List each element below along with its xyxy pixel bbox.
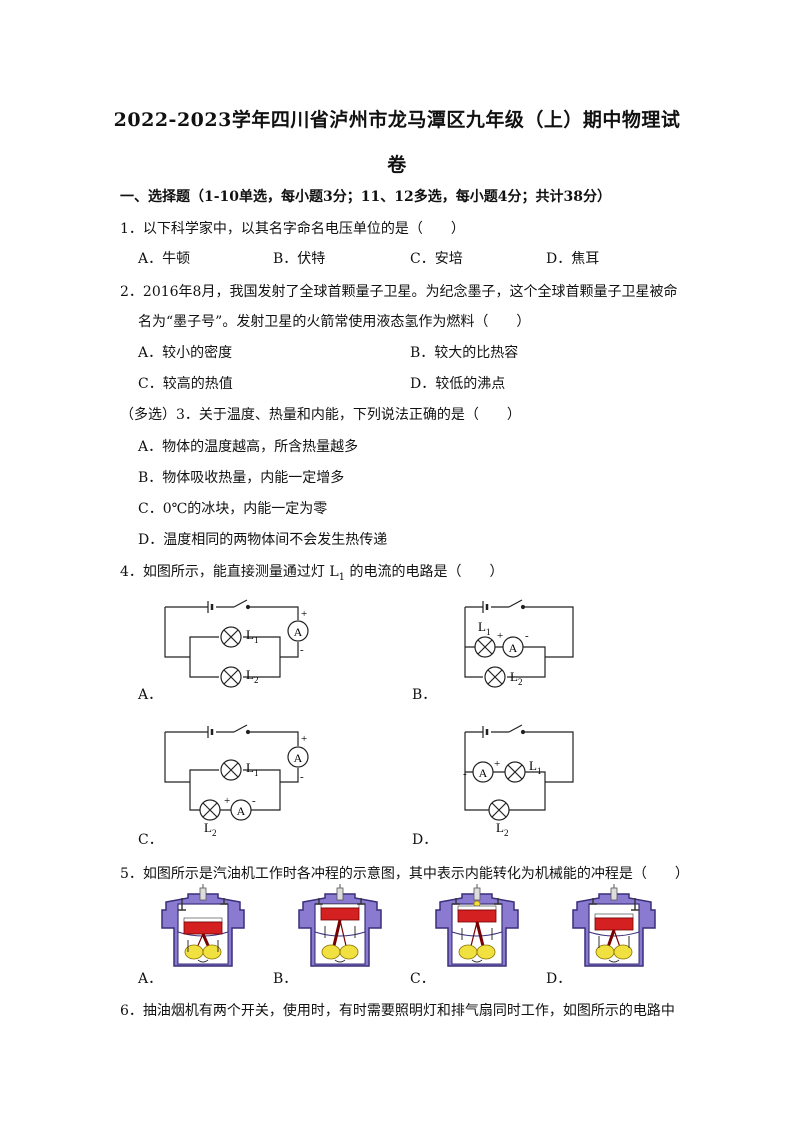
q4-label-c: C．: [138, 832, 163, 848]
q4-label-a: A．: [138, 687, 163, 703]
ammeter-label: A: [294, 625, 303, 639]
lamp-l1-sub: 1: [254, 635, 259, 645]
minus-sign: -: [300, 771, 304, 783]
lamp-l1-sub: 1: [254, 768, 259, 778]
circuit-diagram-b: A + - L 1 L 2: [464, 599, 574, 688]
plus-sign-2: +: [224, 795, 230, 807]
q3-option-c: C．0℃的冰块，内能一定为零: [138, 501, 328, 517]
lamp-l1-label: L: [246, 627, 254, 642]
lamp-l2-symbol: [484, 666, 506, 688]
engine-stroke-b: [298, 884, 382, 967]
lamp-l1-symbol: [504, 761, 526, 783]
lamp-l2-symbol: [488, 799, 510, 821]
q2-stem-line2: 名为“墨子号”。发射卫星的火箭常使用液态氢作为燃料（ ）: [138, 314, 531, 330]
lamp-l1-symbol: [474, 636, 496, 658]
lamp-l2-sub: 2: [212, 828, 217, 838]
plus-sign: +: [301, 733, 307, 745]
ammeter-symbol-2: [230, 799, 252, 821]
q3-option-d: D．温度相同的两物体间不会发生热传递: [138, 532, 388, 548]
q6-stem: 6．抽油烟机有两个开关，使用时，有时需要照明灯和排气扇同时工作，如图所示的电路中: [120, 1003, 675, 1019]
ammeter-symbol: [472, 761, 494, 783]
q2-option-c: C．较高的热值: [138, 376, 233, 392]
lamp-l2-label: L: [204, 820, 212, 835]
plus-sign: +: [497, 630, 503, 642]
q4-label-d: D．: [412, 832, 438, 848]
ammeter-symbol: [502, 636, 524, 658]
q5-label-b: B．: [273, 971, 298, 987]
lamp-l2-sub: 2: [518, 677, 523, 687]
q2-option-d: D．较低的沸点: [410, 376, 506, 392]
q4-stem-post: 的电流的电路是（ ）: [345, 564, 504, 580]
lamp-l2-symbol: [220, 666, 242, 688]
q2-stem-line1: 2．2016年8月，我国发射了全球首颗量子卫星。为纪念墨子，这个全球首颗量子卫星…: [120, 284, 678, 300]
switch-blade: [233, 599, 248, 608]
lamp-l1-symbol: [220, 759, 242, 781]
q4-stem-pre: 4．如图所示，能直接测量通过灯 L: [120, 564, 339, 580]
q4-stem-sub: 1: [338, 571, 346, 583]
q1-option-a: A．牛顿: [138, 251, 191, 267]
q3-stem: （多选）3．关于温度、热量和内能，下列说法正确的是（ ）: [120, 407, 521, 423]
plus-sign: +: [301, 608, 307, 620]
ammeter-symbol: [287, 620, 309, 642]
q5-label-d: D．: [546, 971, 572, 987]
exam-title-line2: 卷: [387, 154, 407, 176]
minus-sign: -: [463, 768, 467, 780]
q5-stem: 5．如图所示是汽油机工作时各冲程的示意图，其中表示内能转化为机械能的冲程是（ ）: [120, 866, 689, 882]
minus-sign: -: [300, 644, 304, 656]
lamp-l1-sub: 1: [486, 627, 491, 637]
lamp-l2-sub: 2: [254, 675, 259, 685]
q1-option-b: B．伏特: [273, 251, 326, 267]
minus-sign-2: -: [252, 795, 256, 807]
lamp-l1-symbol: [220, 626, 242, 648]
lamp-l2-label: L: [510, 669, 518, 684]
section-heading: 一、选择题（1-10单选，每小题3分；11、12多选，每小题4分；共计38分）: [120, 189, 611, 205]
lamp-l2-symbol: [199, 799, 221, 821]
lamp-l2-sub: 2: [504, 828, 509, 838]
lamp-l1-label: L: [529, 758, 537, 773]
q3-option-b: B．物体吸收热量，内能一定增多: [138, 470, 345, 486]
engine-stroke-d: [572, 884, 656, 967]
q1-option-c: C．安培: [410, 251, 463, 267]
ammeter-label: A: [479, 766, 488, 780]
q1-option-d: D．焦耳: [546, 251, 600, 267]
plus-sign: +: [494, 758, 500, 770]
circuit-diagram-c: A + - A + - L 1 L 2: [164, 724, 309, 838]
lamp-l2-label: L: [496, 820, 504, 835]
ammeter-symbol: [287, 746, 309, 768]
lamp-l1-sub: 1: [537, 766, 542, 776]
q5-label-c: C．: [410, 971, 435, 987]
q1-stem: 1．以下科学家中，以其名字命名电压单位的是（ ）: [120, 221, 465, 237]
lamp-l1-label: L: [246, 760, 254, 775]
q2-option-a: A．较小的密度: [138, 345, 233, 361]
circuit-diagram-d: A - + L 1 L 2: [463, 724, 574, 838]
minus-sign: -: [525, 630, 529, 642]
engine-stroke-a: [161, 884, 245, 967]
circuit-diagram-a: A + - L 1 L 2: [164, 599, 309, 688]
q2-option-b: B．较大的比热容: [410, 345, 519, 361]
q4-stem: 4．如图所示，能直接测量通过灯 L1 的电流的电路是（ ）: [120, 561, 503, 583]
engine-stroke-c: [435, 884, 519, 967]
q3-option-a: A．物体的温度越高，所含热量越多: [138, 439, 359, 455]
exam-title-line1: 2022-2023学年四川省泸州市龙马潭区九年级（上）期中物理试: [113, 109, 681, 131]
ammeter-label-2: A: [237, 804, 246, 818]
lamp-l2-label: L: [246, 667, 254, 682]
lamp-l1-label: L: [478, 619, 486, 634]
ammeter-label: A: [509, 641, 518, 655]
q5-label-a: A．: [138, 971, 163, 987]
ammeter-label: A: [294, 751, 303, 765]
q4-label-b: B．: [412, 687, 437, 703]
